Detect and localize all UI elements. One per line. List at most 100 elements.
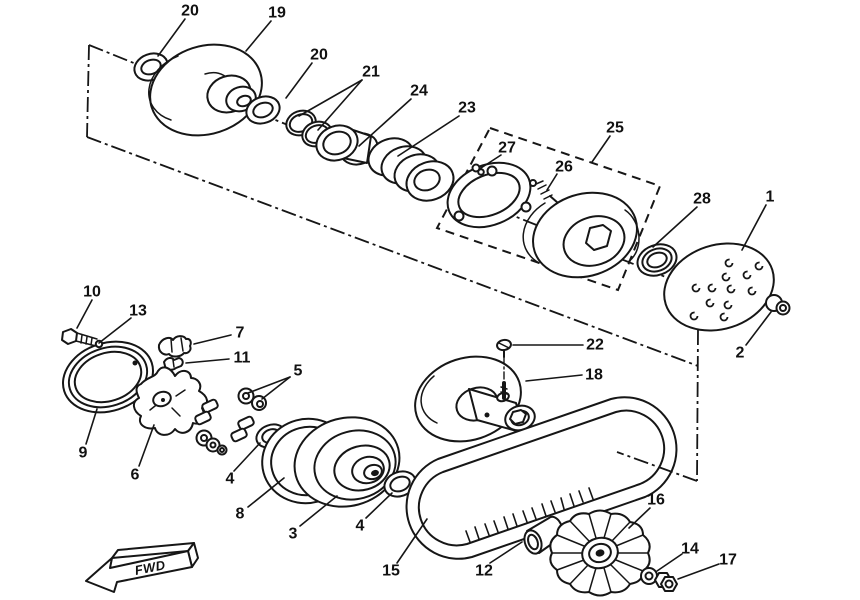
part-gasket-27 [446, 161, 532, 229]
leader-line [76, 299, 93, 329]
callout-label: 11 [234, 350, 251, 367]
leader-line [285, 62, 313, 99]
part-spring-23 [367, 137, 455, 202]
callout-13: 13 [98, 303, 147, 344]
leader-line [741, 204, 767, 251]
leader-line [298, 79, 363, 117]
part-cam-ring-9 [62, 340, 154, 414]
leader-line [98, 317, 132, 344]
leader-line [525, 374, 583, 382]
part-driven-pulley-18 [414, 355, 536, 443]
callout-5: 5 [247, 363, 303, 400]
leader-line [396, 518, 428, 564]
leader-line [138, 424, 155, 467]
part-clutch-carrier-25 [522, 191, 640, 279]
callout-9: 9 [79, 408, 98, 462]
callout-3: 3 [289, 495, 338, 543]
leader-line [317, 79, 363, 131]
callout-label: 3 [289, 526, 298, 543]
part-clutch-plate-1 [663, 242, 775, 332]
leader-line [193, 334, 232, 345]
part-screw-22 [496, 338, 512, 400]
part-bolt-10 [61, 328, 98, 347]
leader-line [247, 376, 291, 394]
callout-8: 8 [236, 477, 285, 523]
axis-bottom-edge [86, 136, 699, 367]
leader-line [233, 442, 261, 472]
callout-14: 14 [656, 541, 699, 572]
callout-6: 6 [131, 424, 155, 484]
callout-label: 23 [458, 100, 476, 117]
part-fan-pulley-16 [549, 509, 651, 597]
fwd-arrow-face [85, 550, 193, 593]
callout-20a: 20 [157, 3, 199, 57]
callout-label: 28 [693, 191, 711, 208]
leader-line [546, 173, 558, 191]
callout-label: 4 [356, 518, 365, 535]
callout-label: 13 [129, 303, 147, 320]
callout-22: 22 [512, 337, 604, 354]
part-sheave-3 [293, 416, 401, 508]
part-screw-27 [471, 163, 485, 176]
callout-4a: 4 [226, 442, 261, 488]
callout-28: 28 [652, 191, 711, 248]
leader-line [247, 477, 285, 508]
part-slider-7 [157, 335, 192, 358]
callout-12: 12 [475, 541, 523, 580]
callout-20b: 20 [285, 47, 328, 99]
leader-line [299, 495, 338, 527]
leader-line [745, 311, 772, 346]
axis-left-edge [86, 44, 90, 138]
axis-right-edge [696, 329, 699, 482]
callout-24: 24 [358, 83, 428, 147]
leader-line [358, 98, 412, 147]
callout-15: 15 [382, 518, 428, 580]
callout-label: 18 [585, 367, 603, 384]
part-seal-28 [636, 243, 678, 277]
part-collar-24 [315, 124, 379, 166]
part-spacer-12 [523, 515, 564, 555]
callout-1: 1 [741, 189, 775, 251]
callout-11: 11 [185, 350, 251, 367]
callout-label: 7 [236, 325, 245, 342]
part-belt-15 [405, 396, 678, 560]
callout-19: 19 [245, 5, 286, 52]
callout-label: 25 [606, 120, 624, 137]
leader-line [656, 553, 683, 572]
callout-label: 19 [268, 5, 286, 22]
callout-17: 17 [677, 552, 737, 580]
leader-line [628, 507, 651, 529]
callout-27: 27 [480, 140, 516, 169]
callout-26: 26 [546, 159, 573, 191]
fwd-arrow: FWD [85, 542, 199, 593]
callout-label: 20 [310, 47, 328, 64]
callout-label: 2 [736, 345, 745, 362]
callout-4b: 4 [356, 492, 393, 535]
leader-line [85, 408, 98, 445]
part-seal-20b [245, 95, 281, 125]
leader-line [261, 376, 291, 400]
callout-21: 21 [298, 64, 380, 131]
callout-18: 18 [525, 367, 603, 384]
callout-7: 7 [193, 325, 245, 345]
belt-ribs [465, 487, 594, 543]
callout-label: 5 [294, 363, 303, 380]
callout-label: 22 [586, 337, 604, 354]
leader-line [591, 135, 611, 163]
callout-25: 25 [591, 120, 624, 163]
part-drive-face-19 [148, 43, 263, 137]
part-nut-17 [654, 572, 678, 592]
leader-line [489, 541, 523, 564]
callout-2: 2 [736, 311, 772, 362]
part-nut-2 [765, 294, 791, 316]
callout-label: 26 [555, 159, 573, 176]
callout-10: 10 [76, 284, 101, 329]
callout-16: 16 [628, 492, 665, 529]
callout-label: 9 [79, 445, 88, 462]
part-washers-lower [195, 429, 228, 456]
part-washer-14 [640, 567, 658, 585]
callouts: 20 19 20 21 24 23 25 27 [76, 3, 775, 580]
leader-line [365, 492, 393, 519]
